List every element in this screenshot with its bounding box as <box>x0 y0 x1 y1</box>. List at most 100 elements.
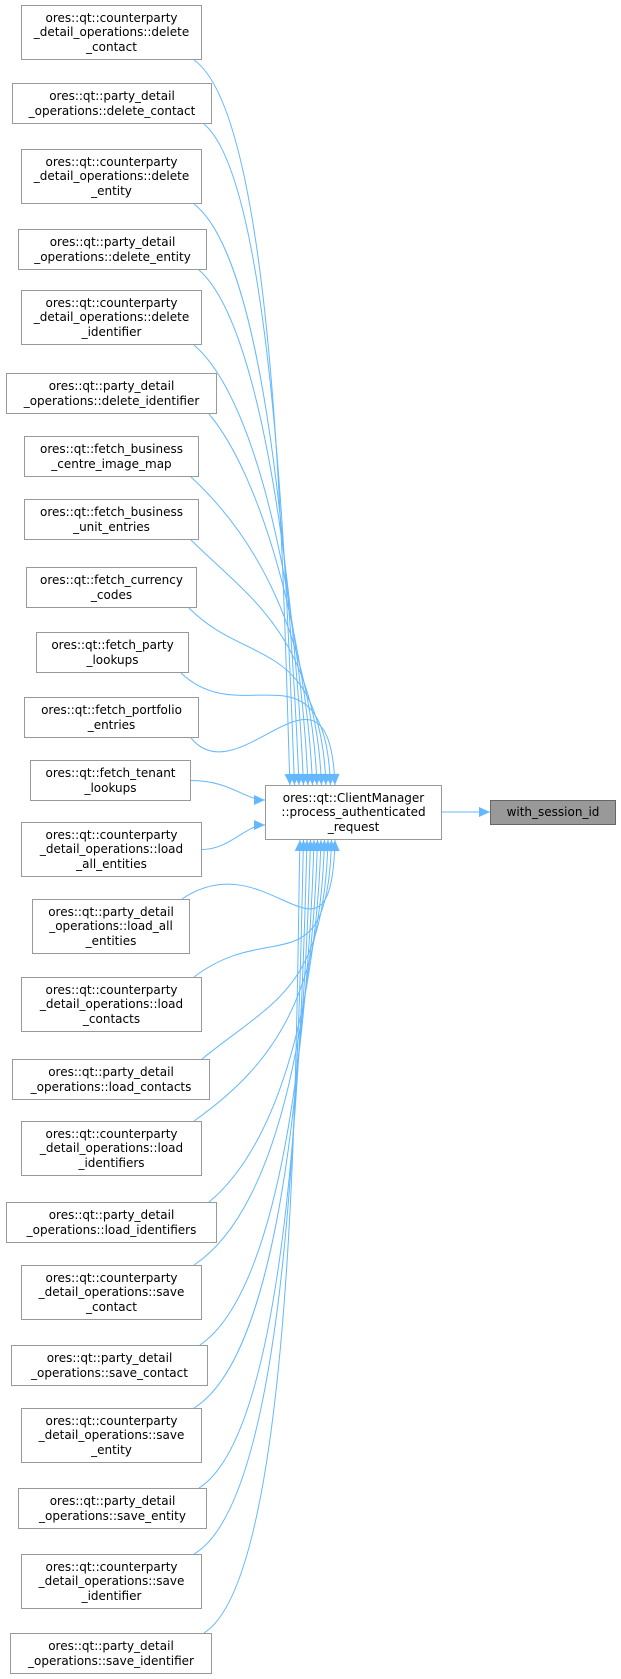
caller-node[interactable]: ores::qt::fetch_currency_codes <box>26 567 197 608</box>
caller-node[interactable]: ores::qt::counterparty_detail_operations… <box>21 149 202 204</box>
node-process-authenticated-request[interactable]: ores::qt::ClientManager::process_authent… <box>265 785 442 840</box>
node-label-line: ores::qt::counterparty <box>45 1126 178 1141</box>
node-label-line: ores::qt::party_detail <box>48 1639 174 1653</box>
caller-node[interactable]: ores::qt::party_detail_operations::save_… <box>10 1633 212 1674</box>
node-label-line: ores::qt::party_detail <box>48 904 174 919</box>
node-label-line: ores::qt::counterparty <box>45 154 178 169</box>
node-label-line: _operations::delete_entity <box>34 249 191 264</box>
node-label-line: ores::qt::party_detail <box>48 1208 175 1222</box>
caller-node[interactable]: ores::qt::fetch_business_centre_image_ma… <box>24 436 199 477</box>
node-label-line: ores::qt::counterparty <box>45 10 178 25</box>
node-label-line: _operations::save_identifier <box>28 1653 194 1668</box>
node-label-line: ores::qt::party_detail <box>48 1065 174 1079</box>
arrowhead-icon <box>254 820 265 830</box>
call-edge <box>193 839 332 978</box>
node-label-line: _request <box>327 819 380 834</box>
node-label-line: _lookups <box>86 652 139 667</box>
call-edge <box>201 839 329 1060</box>
caller-node[interactable]: ores::qt::party_detail_operations::save_… <box>11 1345 208 1386</box>
node-label-line: _detail_operations::load <box>39 842 184 857</box>
node-with-session-id[interactable]: with_session_id <box>490 800 616 825</box>
call-edge <box>199 839 315 1346</box>
call-edge <box>193 839 318 1266</box>
call-edge <box>208 413 313 786</box>
caller-node[interactable]: ores::qt::fetch_business_unit_entries <box>24 499 199 540</box>
caller-node[interactable]: ores::qt::party_detail_operations::load_… <box>12 1059 210 1100</box>
node-label-line: ores::qt::party_detail <box>49 235 176 249</box>
caller-node[interactable]: ores::qt::fetch_party_lookups <box>36 632 189 673</box>
node-label-line: ores::qt::counterparty <box>45 1559 178 1574</box>
caller-node[interactable]: ores::qt::party_detail_operations::delet… <box>12 83 212 124</box>
call-edge <box>180 672 331 786</box>
call-edge <box>193 839 311 1409</box>
call-edge <box>190 539 322 786</box>
call-edge <box>203 839 301 1634</box>
node-label-line: ores::qt::ClientManager <box>282 790 425 805</box>
node-label-line: _contacts <box>82 1011 141 1026</box>
caller-node[interactable]: ores::qt::counterparty_detail_operations… <box>21 1121 202 1176</box>
arrowhead-icon <box>294 840 305 852</box>
caller-node[interactable]: ores::qt::counterparty_detail_operations… <box>21 1554 202 1609</box>
node-label-line: _entity <box>91 183 132 198</box>
node-label-line: _operations::load_all <box>49 919 173 934</box>
node-label-line: _all_entities <box>76 856 147 871</box>
node-label-line: ores::qt::fetch_business <box>40 442 183 456</box>
caller-node[interactable]: ores::qt::party_detail_operations::load_… <box>6 1202 217 1243</box>
node-label-line: ores::qt::counterparty <box>45 827 178 842</box>
caller-node[interactable]: ores::qt::party_detail_operations::delet… <box>18 229 207 270</box>
call-edge <box>198 269 304 786</box>
node-label-line: _operations::save_entity <box>39 1508 186 1523</box>
caller-node[interactable]: ores::qt::party_detail_operations::load_… <box>32 899 190 954</box>
call-edge <box>193 59 291 786</box>
node-label-line: ores::qt::fetch_tenant <box>45 766 176 780</box>
arrowhead-icon <box>479 807 490 817</box>
node-label-line: _lookups <box>84 780 137 795</box>
call-edge <box>188 607 327 786</box>
node-label-line: _detail_operations::delete <box>33 25 190 40</box>
node-label-line: _detail_operations::load <box>39 1141 184 1156</box>
call-edge <box>190 780 266 801</box>
call-edge <box>193 839 304 1555</box>
call-edge <box>208 839 322 1203</box>
caller-node[interactable]: ores::qt::fetch_portfolio_entries <box>24 697 199 738</box>
caller-node[interactable]: ores::qt::counterparty_detail_operations… <box>21 1265 202 1320</box>
arrowhead-icon <box>329 773 340 785</box>
node-label-line: _codes <box>90 587 133 602</box>
node-label-line: _operations::load_contacts <box>30 1079 192 1094</box>
arrowhead-icon <box>254 795 265 805</box>
node-label-line: ::process_authenticated <box>281 805 426 820</box>
caller-node[interactable]: ores::qt::party_detail_operations::delet… <box>6 373 217 414</box>
node-label-line: ores::qt::party_detail <box>46 1351 173 1365</box>
node-label-line: ores::qt::party_detail <box>48 379 175 393</box>
node-label-line: ores::qt::fetch_business <box>40 505 183 519</box>
node-label-line: _detail_operations::delete <box>33 169 190 184</box>
node-label-line: ores::qt::fetch_currency <box>40 573 183 587</box>
caller-node[interactable]: ores::qt::fetch_tenant_lookups <box>30 760 191 801</box>
call-edge <box>198 839 308 1489</box>
node-label-line: ores::qt::fetch_portfolio <box>41 703 182 717</box>
node-label-line: ores::qt::counterparty <box>45 1270 178 1285</box>
caller-node[interactable]: ores::qt::counterparty_detail_operations… <box>21 977 202 1032</box>
node-label-line: _detail_operations::delete <box>33 310 190 325</box>
node-label-line: ores::qt::party_detail <box>49 1494 176 1508</box>
call-edge <box>181 839 336 910</box>
call-edge <box>193 839 325 1122</box>
node-label-line: _contact <box>86 1299 137 1314</box>
node-label-line: ores::qt::party_detail <box>49 89 175 103</box>
node-label-line: _detail_operations::save <box>38 1428 185 1443</box>
caller-node[interactable]: ores::qt::counterparty_detail_operations… <box>21 290 202 345</box>
node-label-line: _contact <box>86 39 137 54</box>
node-label-line: ores::qt::fetch_party <box>51 638 174 652</box>
node-label-line: with_session_id <box>506 805 600 820</box>
node-label-line: _operations::delete_contact <box>28 103 196 118</box>
node-label-line: _operations::load_identifiers <box>26 1222 197 1237</box>
caller-node[interactable]: ores::qt::counterparty_detail_operations… <box>21 1408 202 1463</box>
call-edge <box>193 203 300 786</box>
caller-node[interactable]: ores::qt::party_detail_operations::save_… <box>18 1488 207 1529</box>
caller-node[interactable]: ores::qt::counterparty_detail_operations… <box>21 822 202 877</box>
caller-node[interactable]: ores::qt::counterparty_detail_operations… <box>21 5 202 60</box>
node-label-line: _operations::save_contact <box>31 1365 188 1380</box>
node-label-line: _operations::delete_identifier <box>23 393 200 408</box>
